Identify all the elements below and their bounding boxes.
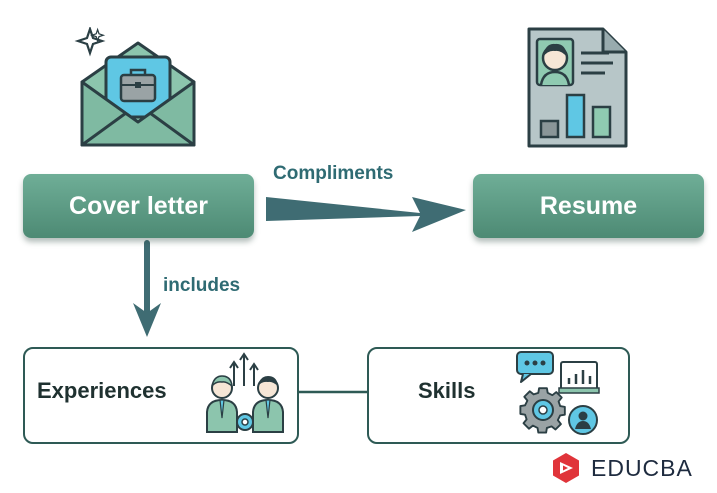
skills-label: Skills xyxy=(418,378,476,403)
team-growth-icon xyxy=(206,352,284,433)
includes-label: includes xyxy=(163,275,241,296)
cover-letter-node: Cover letter xyxy=(23,174,254,238)
educba-logo-icon xyxy=(553,453,579,483)
chat-gear-chart-icon xyxy=(516,351,600,435)
experiences-label: Experiences xyxy=(37,378,167,403)
resume-node: Resume xyxy=(473,174,704,238)
cover-letter-label: Cover letter xyxy=(69,191,208,220)
resume-label: Resume xyxy=(539,191,638,220)
compliments-arrow xyxy=(266,197,466,232)
brand-name: EDUCBA xyxy=(591,455,693,481)
resume-document-icon xyxy=(527,27,628,148)
envelope-briefcase-icon xyxy=(74,27,196,147)
compliments-label: Compliments xyxy=(273,163,394,184)
